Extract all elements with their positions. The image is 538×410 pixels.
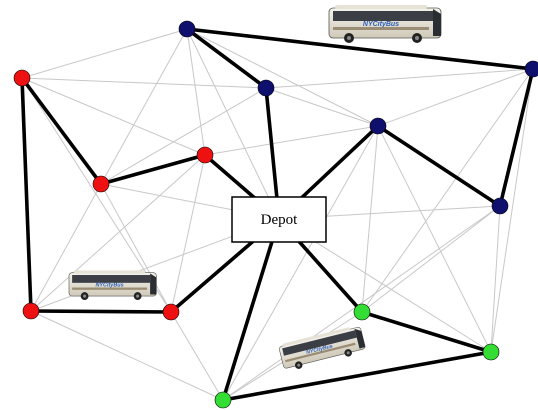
red-route-node: [92, 175, 110, 193]
green-route-node: [353, 303, 371, 321]
candidate-edge: [100, 87, 267, 185]
candidate-edge: [265, 68, 534, 89]
candidate-edge: [490, 205, 501, 353]
candidate-edge: [204, 125, 379, 156]
candidate-edge: [170, 154, 206, 313]
bus-logo-text: NYCityBus: [95, 283, 123, 289]
red-route-node: [22, 302, 40, 320]
candidate-edge: [265, 87, 379, 127]
green-route-node: [214, 391, 232, 409]
green-route-node: [482, 343, 500, 361]
depot-rect: [231, 196, 327, 243]
depot-box: Depot: [231, 196, 327, 243]
candidate-edge: [377, 68, 534, 127]
route-edge: [29, 309, 173, 314]
candidate-edge: [186, 28, 206, 156]
red-route-node: [13, 69, 31, 87]
candidate-edge: [361, 125, 379, 313]
red-route-node: [162, 303, 180, 321]
candidate-edge: [186, 28, 379, 127]
bus-icon: NYCityBus: [277, 324, 367, 373]
candidate-edges: [21, 28, 534, 401]
blue-route-node: [524, 60, 538, 78]
bus-icon: NYCityBus: [68, 269, 157, 301]
red-route-node: [196, 146, 214, 164]
route-edge: [185, 27, 268, 90]
candidate-edge: [377, 125, 492, 353]
candidate-edge: [21, 77, 267, 89]
candidate-edge: [361, 68, 534, 313]
route-edge: [498, 67, 535, 208]
route-edge: [20, 76, 33, 313]
depot-label: Depot: [261, 212, 298, 228]
candidate-edge: [490, 68, 534, 353]
route-edge: [221, 350, 493, 402]
candidate-edge: [30, 183, 102, 312]
bus-logo-text: NYCityBus: [363, 21, 399, 28]
candidate-edge: [100, 28, 188, 185]
candidate-edge: [21, 77, 206, 156]
customer-nodes: [13, 20, 538, 409]
candidate-edge: [186, 28, 280, 220]
candidate-edge: [361, 205, 501, 313]
candidate-edge: [170, 311, 224, 401]
candidate-edge: [21, 28, 188, 79]
candidate-edge: [30, 154, 206, 312]
candidate-edge: [222, 125, 379, 401]
blue-route-node: [178, 20, 196, 38]
route-edge: [185, 27, 535, 71]
candidate-edge: [222, 205, 501, 401]
route-edge: [360, 310, 493, 354]
blue-route-node: [369, 117, 387, 135]
route-edge: [20, 76, 103, 186]
route-edge: [99, 153, 207, 186]
blue-route-node: [491, 197, 509, 215]
candidate-edge: [30, 310, 224, 401]
route-edge: [376, 124, 502, 208]
blue-route-node: [257, 79, 275, 97]
bus-icon: NYCityBus: [328, 4, 442, 44]
candidate-edge: [100, 183, 172, 313]
route-edge: [221, 217, 281, 402]
